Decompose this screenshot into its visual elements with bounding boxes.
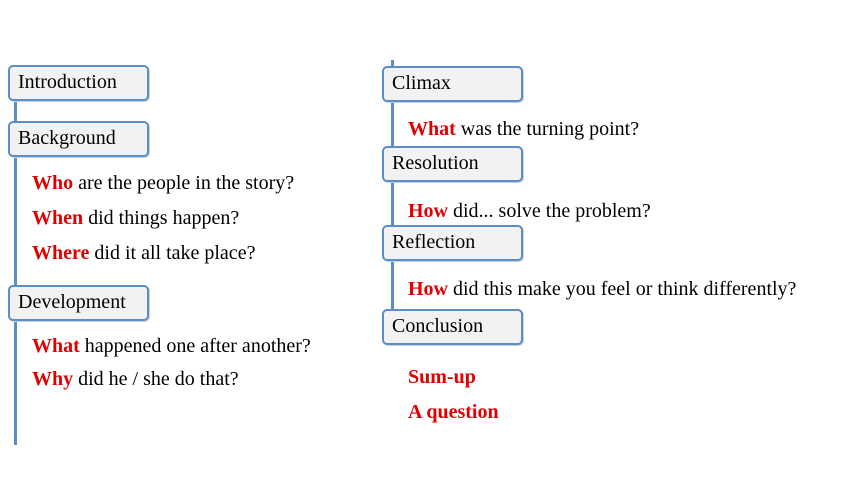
question-text: did things happen? — [83, 207, 240, 229]
question-text: was the turning point? — [455, 118, 640, 140]
question-text: are the people in the story? — [73, 172, 295, 194]
question-keyword: How — [408, 200, 448, 222]
question-keyword: How — [408, 278, 448, 300]
section-development: Development — [8, 285, 149, 321]
section-conclusion: Conclusion — [382, 309, 523, 345]
question-keyword: Where — [32, 242, 90, 264]
question-solve: How did... solve the problem? — [408, 199, 651, 223]
question-keyword: What — [408, 118, 456, 140]
question-turning-point: What was the turning point? — [408, 117, 639, 141]
question-text: did... solve the problem? — [448, 200, 651, 222]
right-timeline-line — [391, 60, 394, 345]
conclusion-question: A question — [408, 400, 499, 424]
conclusion-sum-up: Sum-up — [408, 365, 476, 389]
section-reflection: Reflection — [382, 225, 523, 261]
question-text: happened one after another? — [79, 335, 311, 357]
question-keyword: When — [32, 207, 84, 229]
question-why: Why did he / she do that? — [32, 367, 239, 391]
question-text: did it all take place? — [89, 242, 256, 264]
section-background: Background — [8, 121, 149, 157]
left-timeline-line — [14, 68, 17, 445]
question-where: Where did it all take place? — [32, 241, 255, 265]
section-climax: Climax — [382, 66, 523, 102]
question-text: did this make you feel or think differen… — [448, 278, 797, 300]
question-feel: How did this make you feel or think diff… — [408, 277, 796, 301]
question-when: When did things happen? — [32, 206, 239, 230]
question-keyword: Who — [32, 172, 74, 194]
question-who: Who are the people in the story? — [32, 171, 294, 195]
question-keyword: Why — [32, 368, 74, 390]
question-what-happened: What happened one after another? — [32, 334, 311, 358]
question-keyword: What — [32, 335, 80, 357]
question-keyword: Sum-up — [408, 366, 476, 388]
section-introduction: Introduction — [8, 65, 149, 101]
question-keyword: A question — [408, 401, 499, 423]
section-resolution: Resolution — [382, 146, 523, 182]
question-text: did he / she do that? — [73, 368, 239, 390]
